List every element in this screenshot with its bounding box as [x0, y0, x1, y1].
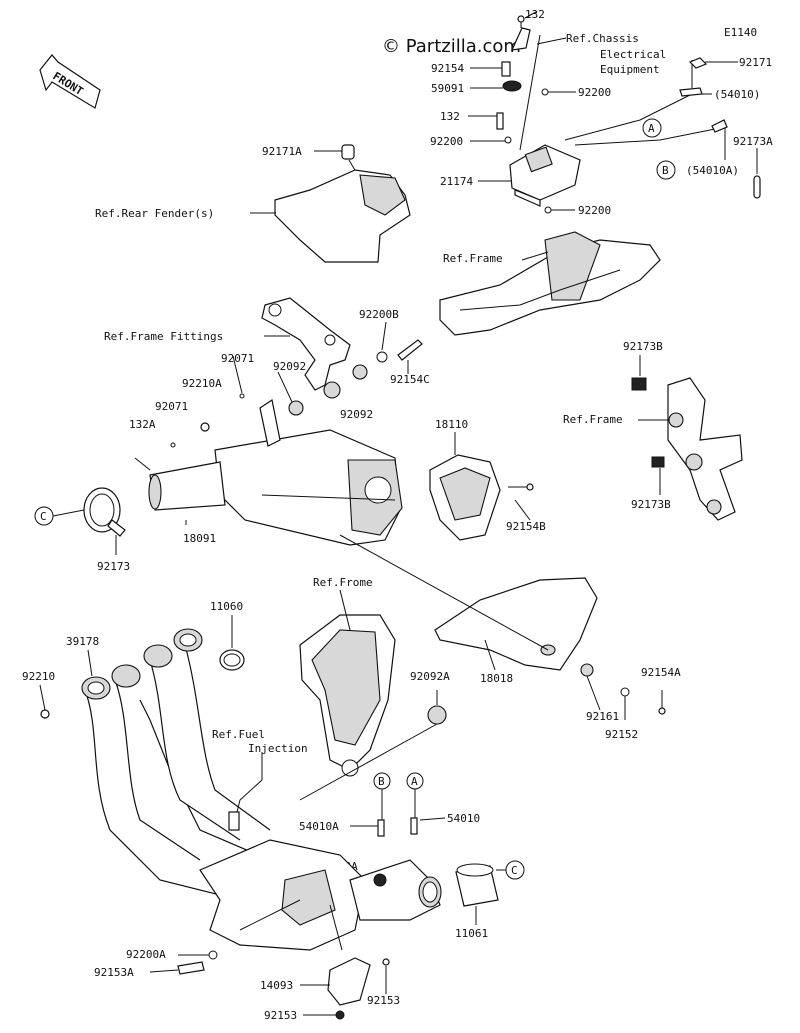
label-59091: 59091: [431, 82, 464, 95]
ref-fuel-line2: Injection: [248, 742, 308, 755]
label-21174: 21174: [440, 175, 473, 188]
label-54010A-paren: (54010A): [686, 164, 739, 177]
label-92092-1: 92092: [273, 360, 306, 373]
label-92154B: 92154B: [506, 520, 546, 533]
label-18091: 18091: [183, 532, 216, 545]
label-11060: 11060: [210, 600, 243, 613]
callout-c-left-label: C: [40, 510, 47, 523]
label-14093: 14093: [260, 979, 293, 992]
label-92200-1: 92200: [578, 86, 611, 99]
right-frame-bracket: [631, 355, 743, 521]
callout-a-top: [642, 118, 662, 138]
label-39178: 39178: [66, 635, 99, 648]
label-92200-2: 92200: [430, 135, 463, 148]
callout-b-top: [656, 160, 676, 180]
label-92171A: 92171A: [262, 145, 302, 158]
label-92153-2: 92153: [264, 1009, 297, 1022]
label-92092A-1: 92092A: [410, 670, 450, 683]
label-92152: 92152: [605, 728, 638, 741]
ref-frame-right: Ref.Frame: [563, 413, 623, 426]
ref-frame-fittings: Ref.Frame Fittings: [104, 330, 223, 343]
label-92173B-1: 92173B: [623, 340, 663, 353]
label-92154A: 92154A: [641, 666, 681, 679]
ref-rear-fender: Ref.Rear Fender(s): [95, 207, 214, 220]
label-92200B: 92200B: [359, 308, 399, 321]
label-92210A: 92210A: [182, 377, 222, 390]
label-18110: 18110: [435, 418, 468, 431]
rear-fender-group: [250, 144, 411, 263]
label-92200A: 92200A: [126, 948, 166, 961]
muffler-upper: [148, 399, 403, 546]
label-54010: 54010: [447, 812, 480, 825]
callout-a-top-label: A: [648, 122, 655, 135]
frome-bracket: [299, 589, 396, 777]
label-92153A: 92153A: [94, 966, 134, 979]
label-18018: 18018: [480, 672, 513, 685]
sleeve-11061: [455, 863, 499, 925]
bolt-92153A: [177, 961, 205, 975]
callout-a-lower-label: A: [411, 775, 418, 788]
washer-92200A: [208, 950, 218, 960]
lower-silencer: [199, 839, 442, 951]
header-pipes-39178: [39, 615, 271, 901]
label-92071-2: 92071: [155, 400, 188, 413]
label-92171: 92171: [739, 56, 772, 69]
heat-guard-18110: [429, 432, 534, 541]
frame-fittings-group: [170, 297, 423, 448]
callout-b-top-label: B: [662, 164, 669, 177]
ref-fuel-line1: Ref.Fuel: [212, 728, 265, 741]
bracket-14093: [300, 957, 390, 1020]
ref-frome: Ref.Frome: [313, 576, 373, 589]
label-92210: 92210: [22, 670, 55, 683]
diagram-code: E1140: [724, 26, 757, 39]
heat-guard-18018: [339, 534, 666, 720]
label-132A: 132A: [129, 418, 156, 431]
label-54010A: 54010A: [299, 820, 339, 833]
label-92154-top: 92154: [431, 62, 464, 75]
label-92161: 92161: [586, 710, 619, 723]
label-92154C: 92154C: [390, 373, 430, 386]
main-frame-top: [439, 231, 661, 336]
ref-chassis-line2: Electrical: [600, 48, 666, 61]
label-92173: 92173: [97, 560, 130, 573]
ecu-bracket-group: [468, 11, 761, 214]
callout-c-right-label: C: [511, 864, 518, 877]
ref-frame-top: Ref.Frame: [443, 252, 503, 265]
copyright-text: © Partzilla.com: [382, 36, 521, 57]
label-54010-paren: (54010): [714, 88, 760, 101]
label-92092-2: 92092: [340, 408, 373, 421]
callout-b-lower-label: B: [378, 775, 385, 788]
label-92071-1: 92071: [221, 352, 254, 365]
ref-chassis-line3: Equipment: [600, 63, 660, 76]
label-92200-3: 92200: [578, 204, 611, 217]
label-92153-1: 92153: [367, 994, 400, 1007]
label-92173A: 92173A: [733, 135, 773, 148]
label-132-top: 132: [525, 8, 545, 21]
ref-chassis-line1: Ref.Chassis: [566, 32, 639, 45]
clamp-92173: [83, 457, 151, 537]
label-92173B-2: 92173B: [631, 498, 671, 511]
label-132-mid: 132: [440, 110, 460, 123]
grommet-92092A-upper: [427, 705, 447, 725]
front-arrow-icon: FRONT: [39, 54, 101, 109]
label-11061: 11061: [455, 927, 488, 940]
